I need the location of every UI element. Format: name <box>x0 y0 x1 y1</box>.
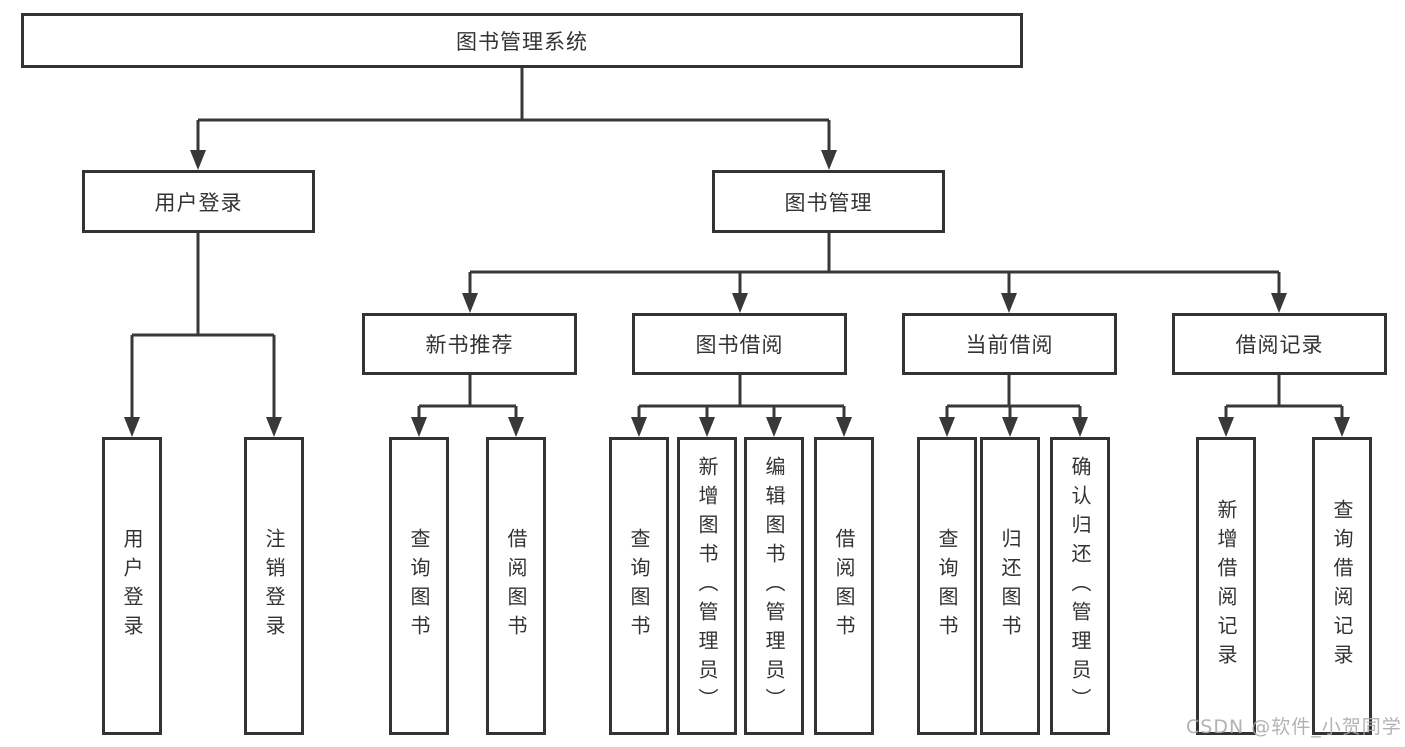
leaf-current-confirm-return-admin: 确认归还（管理员） <box>1050 437 1110 735</box>
leaf-logout: 注销登录 <box>244 437 304 735</box>
node-root-system: 图书管理系统 <box>21 13 1023 68</box>
node-book-management: 图书管理 <box>712 170 945 233</box>
leaf-recommend-query-books: 查询图书 <box>389 437 449 735</box>
arrowheads <box>124 150 1350 437</box>
leaf-recommend-borrow-books: 借阅图书 <box>486 437 546 735</box>
csdn-watermark: CSDN @软件_小贺同学 <box>1186 716 1402 738</box>
leaf-borrow-edit-books-admin: 编辑图书（管理员） <box>744 437 804 735</box>
leaf-current-query-books: 查询图书 <box>917 437 977 735</box>
node-user-login: 用户登录 <box>82 170 315 233</box>
leaf-records-add: 新增借阅记录 <box>1196 437 1256 735</box>
node-borrow-records: 借阅记录 <box>1172 313 1387 375</box>
leaf-borrow-borrow-books: 借阅图书 <box>814 437 874 735</box>
leaf-records-query: 查询借阅记录 <box>1312 437 1372 735</box>
leaf-borrow-query-books: 查询图书 <box>609 437 669 735</box>
connector-strokes <box>130 66 1344 421</box>
node-book-borrow: 图书借阅 <box>632 313 847 375</box>
leaf-user-login: 用户登录 <box>102 437 162 735</box>
leaf-current-return-books: 归还图书 <box>980 437 1040 735</box>
node-current-borrow: 当前借阅 <box>902 313 1117 375</box>
leaf-borrow-add-books-admin: 新增图书（管理员） <box>677 437 737 735</box>
node-new-book-recommend: 新书推荐 <box>362 313 577 375</box>
